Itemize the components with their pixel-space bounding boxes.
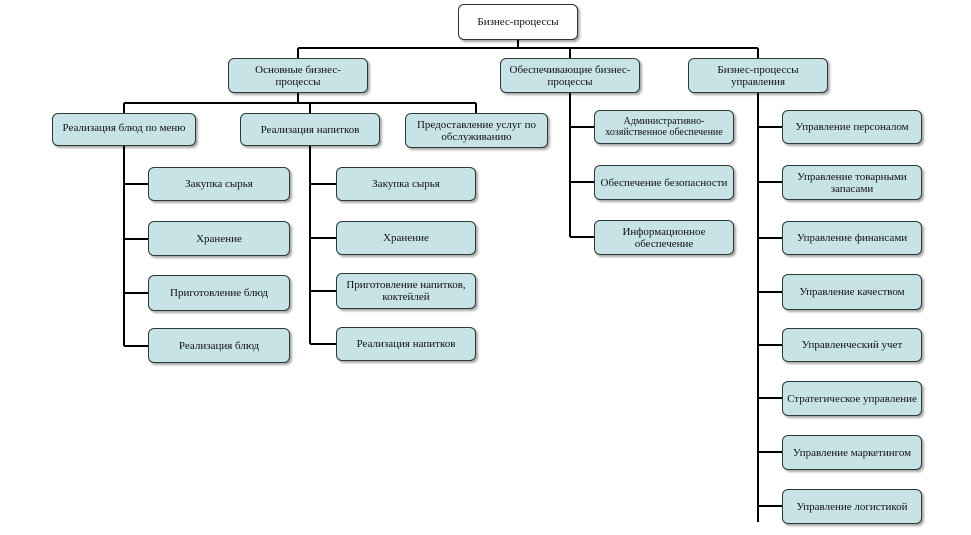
- branch-node-management: Бизнес-процессы управления: [688, 58, 828, 93]
- management-item-node: Управленческий учет: [782, 328, 922, 362]
- management-item-node: Управление качеством: [782, 274, 922, 310]
- management-item-node: Управление логистикой: [782, 489, 922, 524]
- drinks-item-node: Приготовление напитков, коктейлей: [336, 273, 476, 309]
- management-item-node: Управление финансами: [782, 221, 922, 255]
- group-node-drinks: Реализация напитков: [240, 113, 380, 146]
- branch-node-supporting: Обеспечивающие бизнес-процессы: [500, 58, 640, 93]
- group-node-service: Предоставление услуг по обслуживанию: [405, 113, 548, 148]
- supporting-item-node: Информационное обеспечение: [594, 220, 734, 255]
- dishes-item-node: Хранение: [148, 221, 290, 256]
- drinks-item-node: Реализация напитков: [336, 327, 476, 361]
- dishes-item-node: Реализация блюд: [148, 328, 290, 363]
- dishes-item-node: Приготовление блюд: [148, 275, 290, 311]
- management-item-node: Управление товарными запасами: [782, 165, 922, 200]
- dishes-item-node: Закупка сырья: [148, 167, 290, 201]
- drinks-item-node: Закупка сырья: [336, 167, 476, 201]
- root-node: Бизнес-процессы: [458, 4, 578, 40]
- drinks-item-node: Хранение: [336, 221, 476, 255]
- management-item-node: Управление маркетингом: [782, 435, 922, 470]
- management-item-node: Управление персоналом: [782, 110, 922, 144]
- branch-node-main: Основные бизнес-процессы: [228, 58, 368, 93]
- management-item-node: Стратегическое управление: [782, 381, 922, 416]
- supporting-item-node: Обеспечение безопасности: [594, 165, 734, 200]
- supporting-item-node: Административно-хозяйственное обеспечени…: [594, 110, 734, 144]
- group-node-dishes: Реализация блюд по меню: [52, 113, 196, 146]
